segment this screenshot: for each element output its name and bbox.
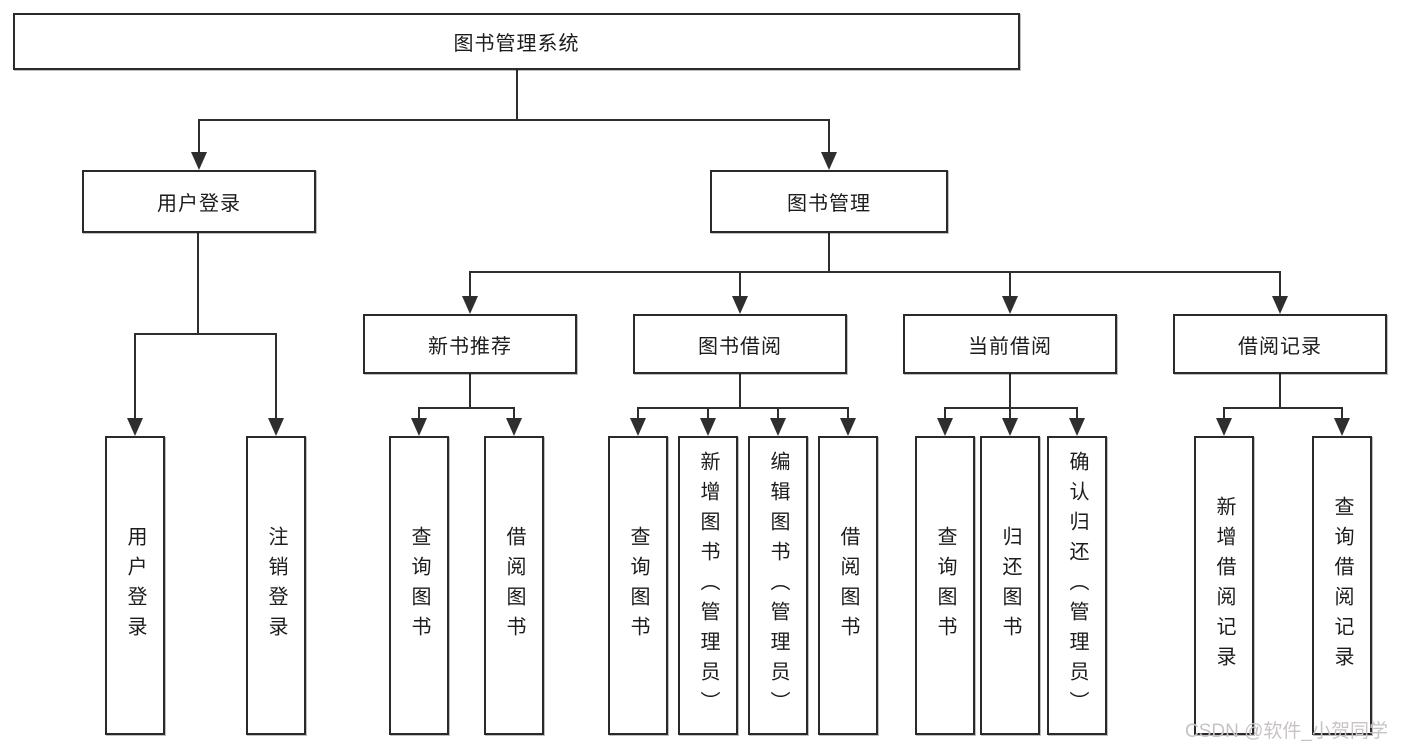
connector-line [739, 374, 741, 408]
connector-line [469, 374, 471, 408]
arrow-down-icon [937, 418, 953, 436]
node-leaf-bb-borrow-book: 借阅图书 [818, 436, 878, 735]
arrow-down-icon [127, 418, 143, 436]
arrow-down-icon [411, 418, 427, 436]
node-leaf-bb-edit-book-admin: 编辑图书（管理员） [748, 436, 808, 735]
arrow-down-icon [1002, 418, 1018, 436]
connector-line [1009, 408, 1011, 420]
connector-line [198, 119, 200, 155]
connector-line [1279, 374, 1281, 408]
csdn-watermark: CSDN @软件_小贺同学 [1185, 721, 1388, 742]
arrow-down-icon [732, 296, 748, 314]
arrow-down-icon [840, 418, 856, 436]
node-label: 图书借阅 [698, 335, 782, 358]
arrow-down-icon [1002, 296, 1018, 314]
connector-line [1223, 408, 1225, 420]
connector-line [828, 119, 830, 155]
arrow-down-icon [1272, 296, 1288, 314]
node-book-borrowing: 图书借阅 [633, 314, 847, 374]
node-leaf-cb-query-book: 查询图书 [915, 436, 975, 735]
connector-line [134, 333, 277, 335]
arrow-down-icon [821, 152, 837, 170]
node-label: 借阅图书 [837, 525, 859, 646]
node-leaf-bb-add-book-admin: 新增图书（管理员） [678, 436, 738, 735]
connector-line [197, 233, 199, 334]
connector-line [637, 408, 639, 420]
connector-line [134, 334, 136, 420]
connector-line [847, 408, 849, 420]
node-library-management-system: 图书管理系统 [13, 13, 1020, 70]
node-leaf-br-add-record: 新增借阅记录 [1194, 436, 1254, 735]
connector-line [944, 408, 946, 420]
arrow-down-icon [770, 418, 786, 436]
node-label: 编辑图书（管理员） [767, 450, 789, 721]
node-label: 查询借阅记录 [1331, 495, 1353, 676]
arrow-down-icon [1216, 418, 1232, 436]
connector-line [275, 334, 277, 420]
node-leaf-br-query-record: 查询借阅记录 [1312, 436, 1372, 735]
node-leaf-logout: 注销登录 [246, 436, 306, 735]
arrow-down-icon [191, 152, 207, 170]
node-current-borrowing: 当前借阅 [903, 314, 1117, 374]
connector-line [198, 119, 830, 121]
connector-line [1279, 272, 1281, 298]
node-label: 新增借阅记录 [1213, 495, 1235, 676]
node-label: 查询图书 [627, 525, 649, 646]
node-book-management: 图书管理 [710, 170, 948, 233]
node-new-book-recommendation: 新书推荐 [363, 314, 577, 374]
connector-line [777, 408, 779, 420]
node-label: 查询图书 [408, 525, 430, 646]
arrow-down-icon [1334, 418, 1350, 436]
arrow-down-icon [506, 418, 522, 436]
arrow-down-icon [700, 418, 716, 436]
connector-line [513, 408, 515, 420]
node-label: 查询图书 [934, 525, 956, 646]
node-leaf-bb-query-book: 查询图书 [608, 436, 668, 735]
connector-line [707, 408, 709, 420]
connector-line [1009, 374, 1011, 408]
connector-line [739, 272, 741, 298]
arrow-down-icon [1069, 418, 1085, 436]
connector-line [516, 70, 518, 120]
node-label: 用户登录 [157, 193, 241, 215]
node-leaf-cb-confirm-return-admin: 确认归还（管理员） [1047, 436, 1107, 735]
node-leaf-rec-borrow-book: 借阅图书 [484, 436, 544, 735]
node-label: 当前借阅 [968, 335, 1052, 358]
node-label: 借阅记录 [1238, 335, 1322, 358]
connector-line [469, 272, 471, 298]
node-label: 用户登录 [124, 525, 146, 646]
connector-line [469, 271, 1281, 273]
connector-line [637, 407, 849, 409]
arrow-down-icon [462, 296, 478, 314]
connector-line [418, 407, 515, 409]
node-label: 图书管理 [787, 193, 871, 215]
connector-line [1223, 407, 1343, 409]
connector-line [418, 408, 420, 420]
node-label: 确认归还（管理员） [1066, 450, 1088, 721]
node-leaf-rec-query-book: 查询图书 [389, 436, 449, 735]
connector-line [1076, 408, 1078, 420]
node-label: 归还图书 [999, 525, 1021, 646]
node-label: 图书管理系统 [453, 33, 580, 55]
connector-line [828, 233, 830, 272]
node-label: 注销登录 [265, 525, 287, 646]
connector-line [1009, 272, 1011, 298]
arrow-down-icon [630, 418, 646, 436]
node-label: 新书推荐 [428, 335, 512, 358]
node-leaf-cb-return-book: 归还图书 [980, 436, 1040, 735]
arrow-down-icon [268, 418, 284, 436]
node-user-login: 用户登录 [82, 170, 316, 233]
connector-line [944, 407, 1078, 409]
node-borrowing-records: 借阅记录 [1173, 314, 1387, 374]
node-label: 借阅图书 [503, 525, 525, 646]
node-leaf-user-login: 用户登录 [105, 436, 165, 735]
node-label: 新增图书（管理员） [697, 450, 719, 721]
connector-line [1341, 408, 1343, 420]
